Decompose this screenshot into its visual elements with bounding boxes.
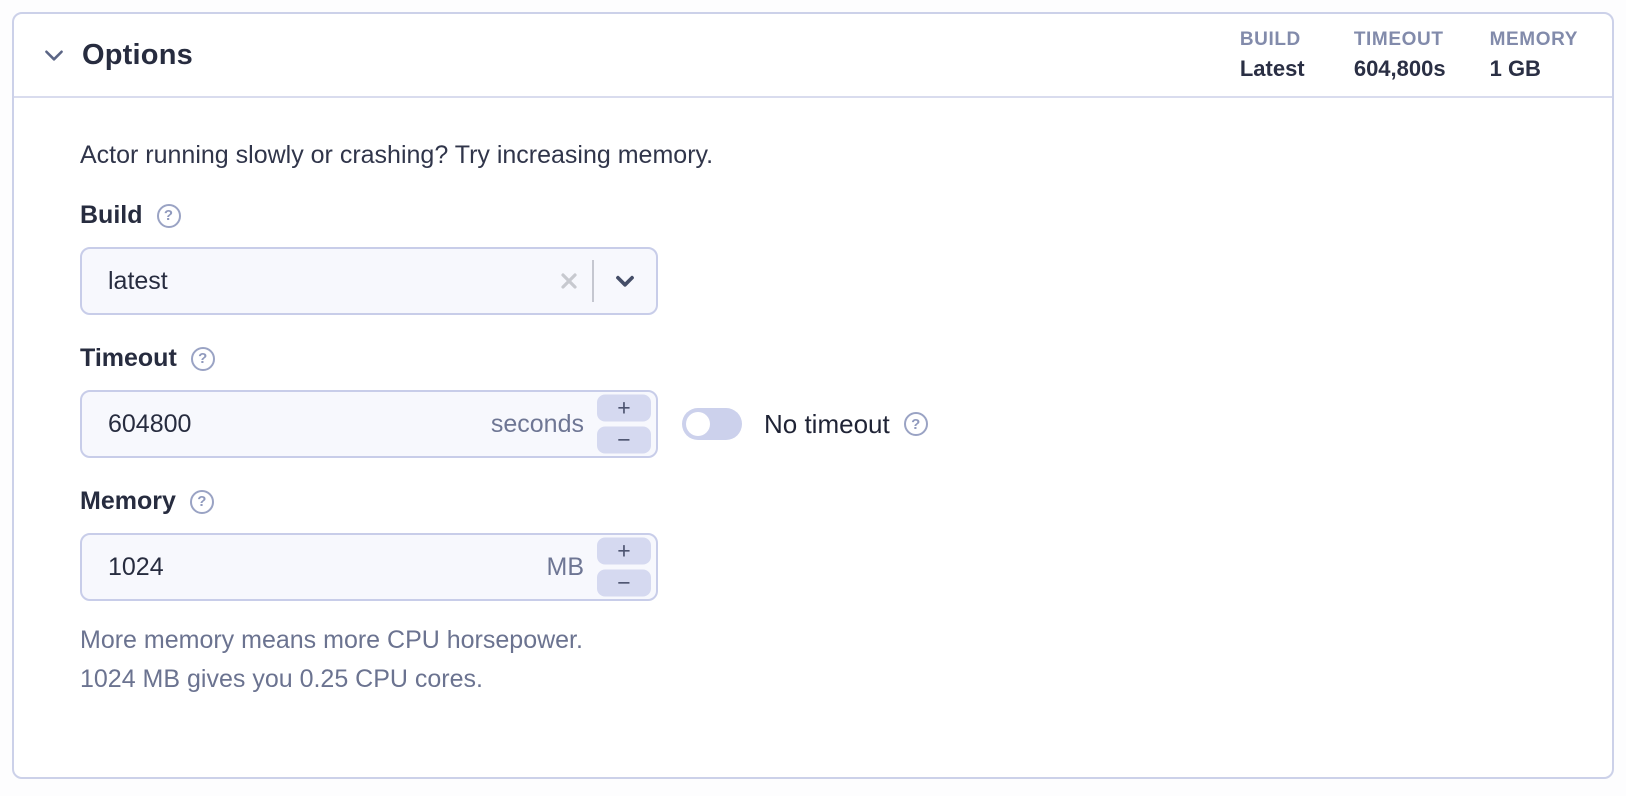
timeout-unit-label: seconds [490,409,584,438]
memory-helper-line-1: More memory means more CPU horsepower. [80,626,583,654]
options-panel: Options BUILD Latest TIMEOUT 604,800s ME… [12,12,1614,779]
timeout-increment-button[interactable]: + [597,394,651,422]
build-select[interactable]: latest [80,247,658,315]
build-label: Build [80,201,143,229]
build-select-value: latest [108,266,168,295]
build-help-icon[interactable]: ? [156,203,181,228]
timeout-label: Timeout [80,344,177,372]
no-timeout-help-icon[interactable]: ? [903,412,928,436]
build-field: Build ? latest [80,201,1546,315]
memory-input[interactable] [82,552,412,582]
no-timeout-group: No timeout ? [682,408,928,440]
summary-build-label: BUILD [1239,28,1301,50]
memory-unit-label: MB [546,552,585,581]
timeout-control: seconds + − [80,390,658,458]
no-timeout-label: No timeout [764,408,890,439]
memory-control: MB + − [80,533,658,601]
summary-build-value: Latest [1239,55,1305,81]
options-summary: BUILD Latest TIMEOUT 604,800s MEMORY 1 G… [1240,29,1578,82]
collapse-chevron-icon[interactable] [40,41,68,69]
options-body: Actor running slowly or crashing? Try in… [14,98,1612,699]
intro-text: Actor running slowly or crashing? Try in… [80,141,714,169]
no-timeout-toggle[interactable] [682,408,742,440]
select-divider [592,260,594,302]
page-title: Options [82,38,193,71]
summary-memory-label: MEMORY [1489,28,1578,50]
memory-helper-line-2: 1024 MB gives you 0.25 CPU cores. [80,665,483,693]
summary-timeout-label: TIMEOUT [1353,28,1444,50]
memory-help-icon[interactable]: ? [189,489,214,514]
chevron-down-icon[interactable] [594,249,656,313]
memory-increment-button[interactable]: + [597,537,651,565]
clear-icon[interactable] [546,249,592,313]
options-header: Options BUILD Latest TIMEOUT 604,800s ME… [14,14,1612,98]
memory-field: Memory ? MB + − More memory means more C… [80,487,1546,699]
summary-timeout: TIMEOUT 604,800s [1354,29,1446,82]
memory-helper-text: More memory means more CPU horsepower. 1… [80,621,1546,699]
timeout-field: Timeout ? seconds + − No timeout [80,344,1546,458]
timeout-help-icon[interactable]: ? [190,346,215,371]
summary-build: BUILD Latest [1240,29,1310,82]
memory-decrement-button[interactable]: − [597,569,651,597]
memory-label: Memory [80,487,176,515]
timeout-decrement-button[interactable]: − [597,426,651,454]
toggle-knob [686,412,710,436]
timeout-input[interactable] [82,409,412,439]
summary-memory-value: 1 GB [1489,55,1541,81]
summary-timeout-value: 604,800s [1353,55,1446,81]
summary-memory: MEMORY 1 GB [1490,29,1578,82]
